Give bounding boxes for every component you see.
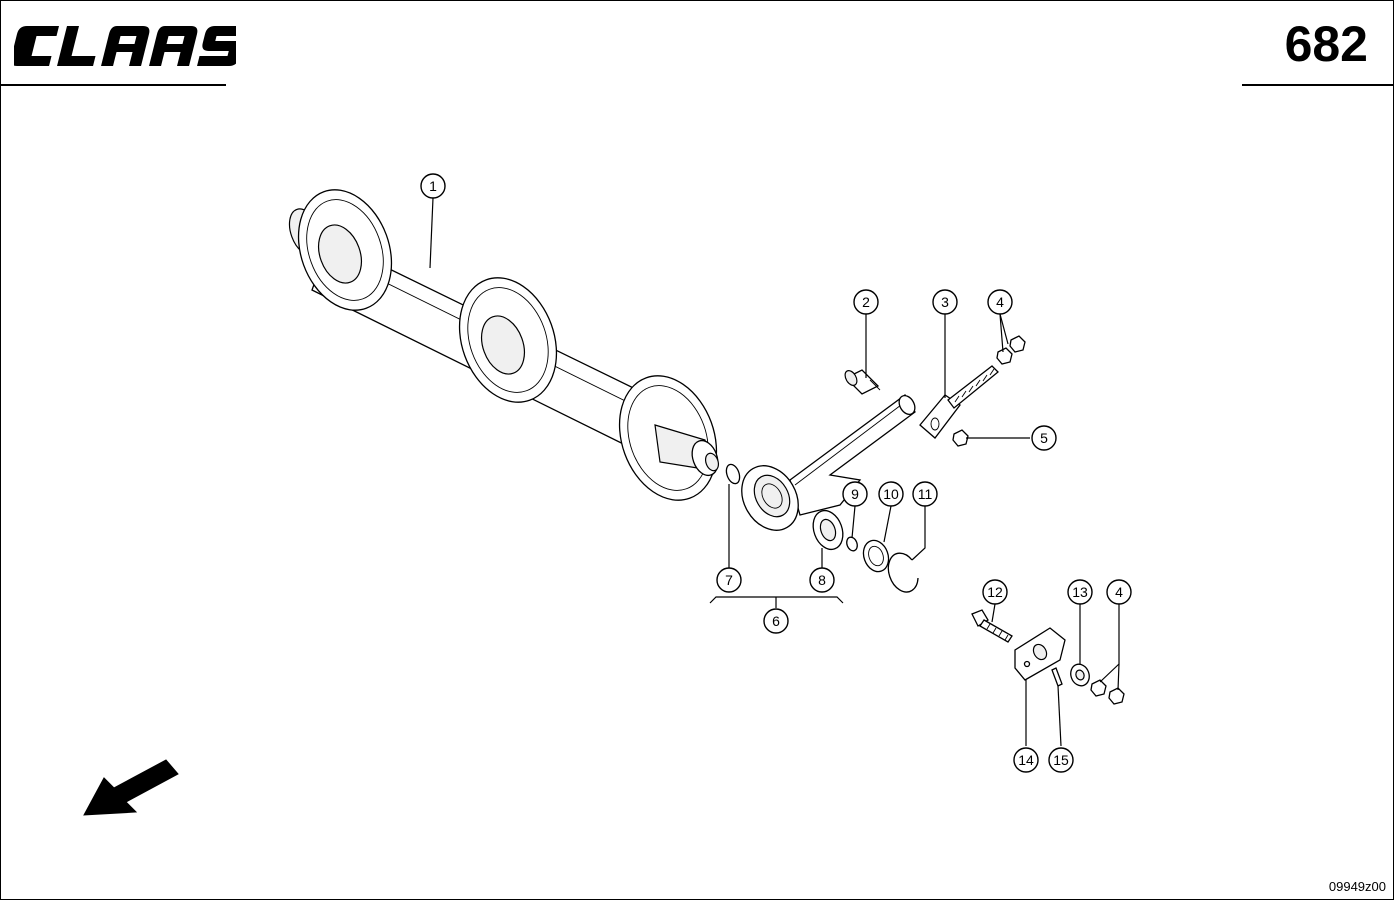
svg-text:9: 9 — [851, 486, 859, 502]
part-2-bolt — [844, 369, 881, 395]
callout-12: 12 — [982, 579, 1008, 605]
svg-text:10: 10 — [883, 486, 899, 502]
direction-arrow-icon — [83, 759, 179, 816]
part-5-nut — [952, 429, 969, 447]
part-8-bearing — [812, 509, 844, 551]
part-7-ring — [725, 463, 741, 485]
callout-9: 9 — [842, 481, 868, 507]
svg-text:7: 7 — [725, 572, 733, 588]
svg-text:3: 3 — [941, 294, 949, 310]
callout-13: 13 — [1067, 579, 1093, 605]
svg-text:11: 11 — [918, 486, 933, 502]
callout-8: 8 — [809, 567, 835, 593]
callout-14: 14 — [1013, 747, 1039, 773]
callout-1: 1 — [420, 173, 446, 199]
callout-7: 7 — [716, 567, 742, 593]
callout-15: 15 — [1048, 747, 1074, 773]
callout-5: 5 — [1031, 425, 1057, 451]
part-11-circlip — [887, 552, 919, 593]
part-4-nuts-bottom — [1090, 679, 1125, 705]
svg-text:6: 6 — [772, 613, 780, 629]
svg-text:5: 5 — [1040, 430, 1048, 446]
part-13-washer — [1070, 663, 1090, 687]
part-14-plate — [1014, 627, 1066, 681]
callout-4-top: 4 — [987, 289, 1013, 315]
callout-2: 2 — [853, 289, 879, 315]
svg-text:8: 8 — [818, 572, 826, 588]
svg-text:4: 4 — [996, 294, 1004, 310]
header-rule-right — [1242, 84, 1394, 86]
svg-text:15: 15 — [1053, 752, 1069, 768]
callout-3: 3 — [932, 289, 958, 315]
part-10-washer — [862, 539, 890, 573]
callout-4-bottom: 4 — [1106, 579, 1132, 605]
part-1-roller-shaft — [288, 189, 720, 501]
svg-text:13: 13 — [1072, 584, 1088, 600]
part-3-tie-rod — [919, 365, 999, 439]
svg-text:2: 2 — [862, 294, 870, 310]
leader-lines — [429, 197, 1120, 747]
svg-text:1: 1 — [429, 178, 437, 194]
svg-text:4: 4 — [1115, 584, 1123, 600]
callout-10: 10 — [878, 481, 904, 507]
drawing-code: 09949z00 — [1328, 879, 1386, 894]
part-9-ring — [846, 536, 858, 552]
part-12-bolt — [971, 609, 1013, 643]
svg-text:14: 14 — [1018, 752, 1034, 768]
header-rule-left — [0, 84, 226, 86]
lever-arm — [741, 394, 916, 531]
claas-logo — [14, 26, 236, 66]
callout-11: 11 — [912, 481, 938, 507]
page-number: 682 — [1284, 16, 1368, 72]
part-4-nuts-top — [996, 335, 1026, 365]
part-15-pin — [1051, 667, 1063, 687]
callout-6: 6 — [763, 608, 789, 634]
svg-text:12: 12 — [987, 584, 1003, 600]
